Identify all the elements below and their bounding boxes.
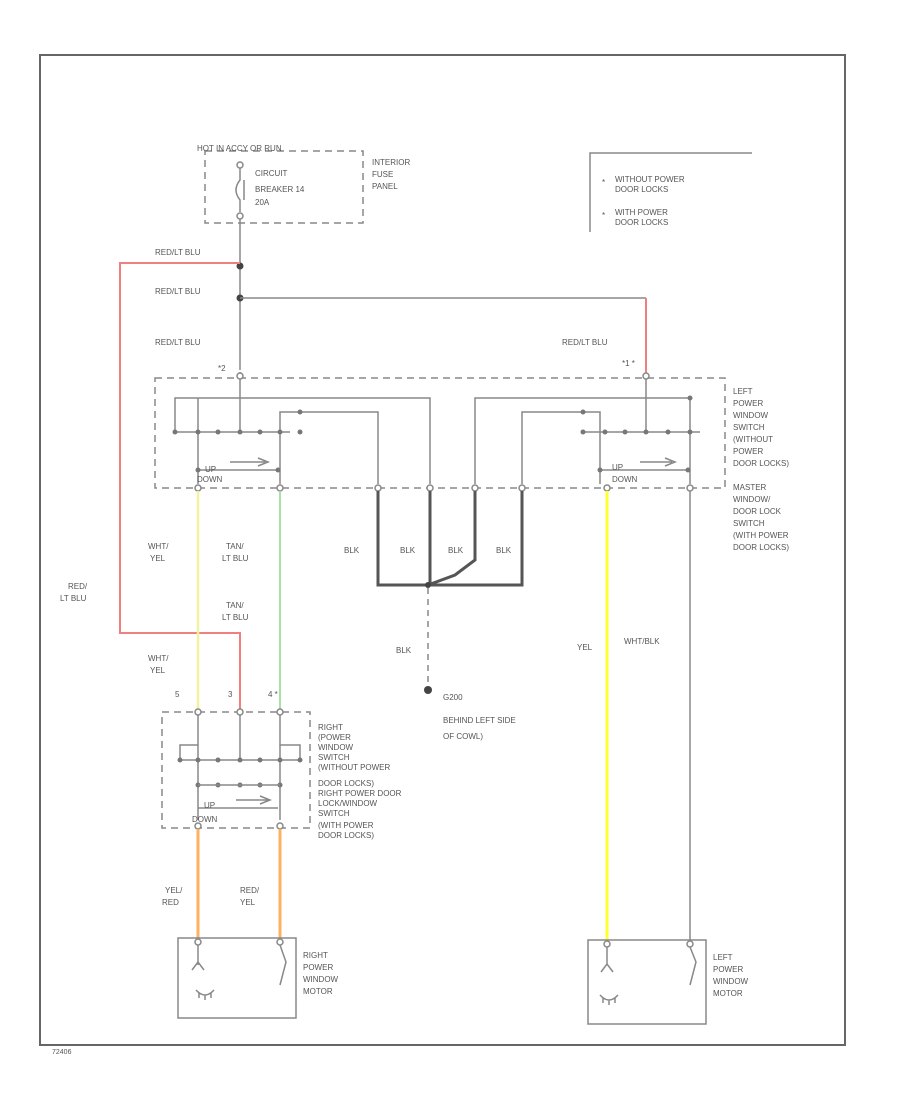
- wire-label-red-yel: RED/YEL: [240, 886, 260, 907]
- ground-splice: [425, 582, 431, 588]
- wire-label-yel: YEL: [577, 643, 593, 652]
- breaker-terminal-top: [236, 161, 244, 169]
- pin-label: *2: [218, 364, 226, 373]
- pin-label: 4 *: [268, 690, 278, 699]
- legend-symbol-1: *: [602, 178, 605, 187]
- wire-label-blk-ground: BLK: [396, 646, 412, 655]
- power-feed: RED/LT BLU RED/LT BLU RED/LT BLU RED/LT …: [60, 219, 647, 710]
- wire-label-red-lt-blu-left: RED/LT BLU: [60, 582, 88, 603]
- wire-label-yel-red: YEL/RED: [162, 886, 183, 907]
- right-switch-up-label: UP: [204, 801, 215, 810]
- legend-symbol-2: *: [602, 211, 605, 220]
- wire-label-wht-yel-2: WHT/YEL: [148, 654, 169, 675]
- ground-point: [424, 686, 432, 694]
- wire-label-wht-yel-1: WHT/YEL: [148, 542, 169, 563]
- splice-1: [236, 262, 244, 270]
- wire-label-blk-4: BLK: [496, 546, 512, 555]
- wire-label-red-lt-blu-4: RED/LT BLU: [562, 338, 608, 347]
- master-switch-up-label: UP: [612, 463, 623, 472]
- wire-label-tan-lt-blu-2: TAN/LT BLU: [222, 601, 249, 622]
- right-switch-down-label: DOWN: [192, 815, 218, 824]
- right-motor-wires: YEL/RED RED/YEL: [162, 829, 282, 938]
- pin-label: 3: [228, 690, 233, 699]
- wire-label-blk-3: BLK: [448, 546, 464, 555]
- fuse-top-label: HOT IN ACCY OR RUN: [197, 144, 282, 153]
- pin-label: 5: [175, 690, 180, 699]
- pin-label: *1 *: [622, 359, 635, 368]
- breaker-terminal-bottom: [236, 212, 244, 220]
- wire-label-red-lt-blu-3: RED/LT BLU: [155, 338, 201, 347]
- wire-label-red-lt-blu-1: RED/LT BLU: [155, 248, 201, 257]
- figure-id: 72406: [52, 1049, 72, 1056]
- diagram-frame: [39, 54, 846, 1046]
- wire-label-wht-blk: WHT/BLK: [624, 637, 660, 646]
- left-switch-down-label: DOWN: [197, 475, 223, 484]
- wire-label-red-lt-blu-2: RED/LT BLU: [155, 287, 201, 296]
- wire-label-blk-2: BLK: [400, 546, 416, 555]
- wire-blk-bundle: [376, 491, 524, 587]
- wire-label-tan-lt-blu-1: TAN/LT BLU: [222, 542, 249, 563]
- left-switch-up-label: UP: [205, 465, 216, 474]
- wire-label-blk-1: BLK: [344, 546, 360, 555]
- master-switch-down-label: DOWN: [612, 475, 638, 484]
- switch-output-wires: WHT/YEL TAN/LT BLU TAN/LT BLU WHT/YEL BL…: [148, 491, 691, 940]
- ground-label: G200: [443, 693, 463, 702]
- wire-red-lt-blu-left: [119, 262, 241, 710]
